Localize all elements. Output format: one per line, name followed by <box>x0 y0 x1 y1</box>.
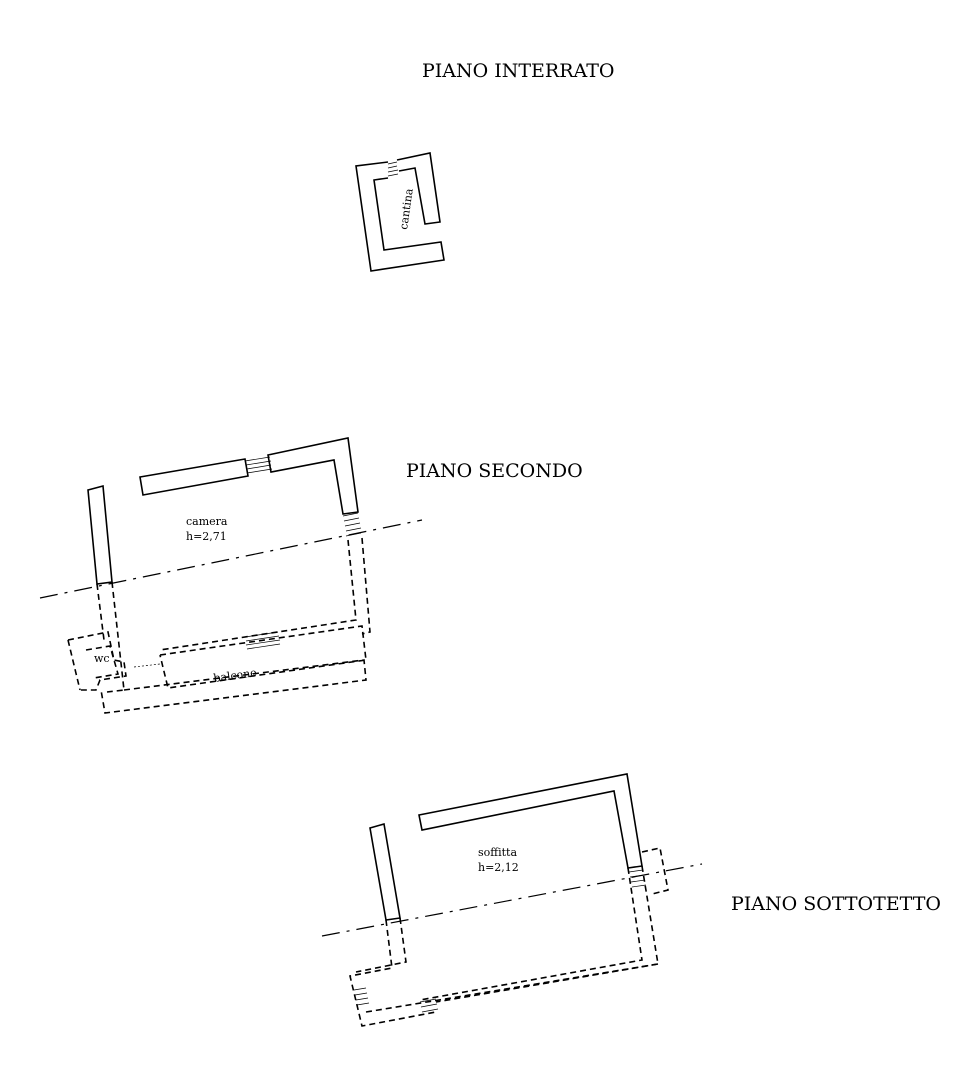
loft-height-label: h=2,12 <box>478 861 519 874</box>
basement-title: PIANO INTERRATO <box>422 60 614 82</box>
bedroom-label: camera <box>186 515 228 528</box>
wc-outline <box>67 631 127 691</box>
cellar-label: cantina <box>397 187 416 230</box>
bedroom-walls <box>87 437 371 693</box>
basement-floor: PIANO INTERRATO cantina <box>355 60 614 272</box>
attic-title: PIANO SOTTOTETTO <box>731 893 941 915</box>
loft-walls <box>349 773 669 1027</box>
loft-label: soffitta <box>478 846 517 859</box>
bedroom-height-label: h=2,71 <box>186 530 227 543</box>
attic-floor: PIANO SOTTOTETTO <box>321 773 941 1027</box>
attic-section-line <box>321 863 703 937</box>
second-floor-section-line <box>39 519 423 599</box>
cellar-walls <box>355 152 445 272</box>
balcony-label: balcone <box>213 666 258 685</box>
balcony-outline <box>100 625 367 714</box>
second-floor: PIANO SECONDO <box>39 437 583 714</box>
wc-label: wc <box>94 652 110 665</box>
second-floor-title: PIANO SECONDO <box>406 460 583 482</box>
